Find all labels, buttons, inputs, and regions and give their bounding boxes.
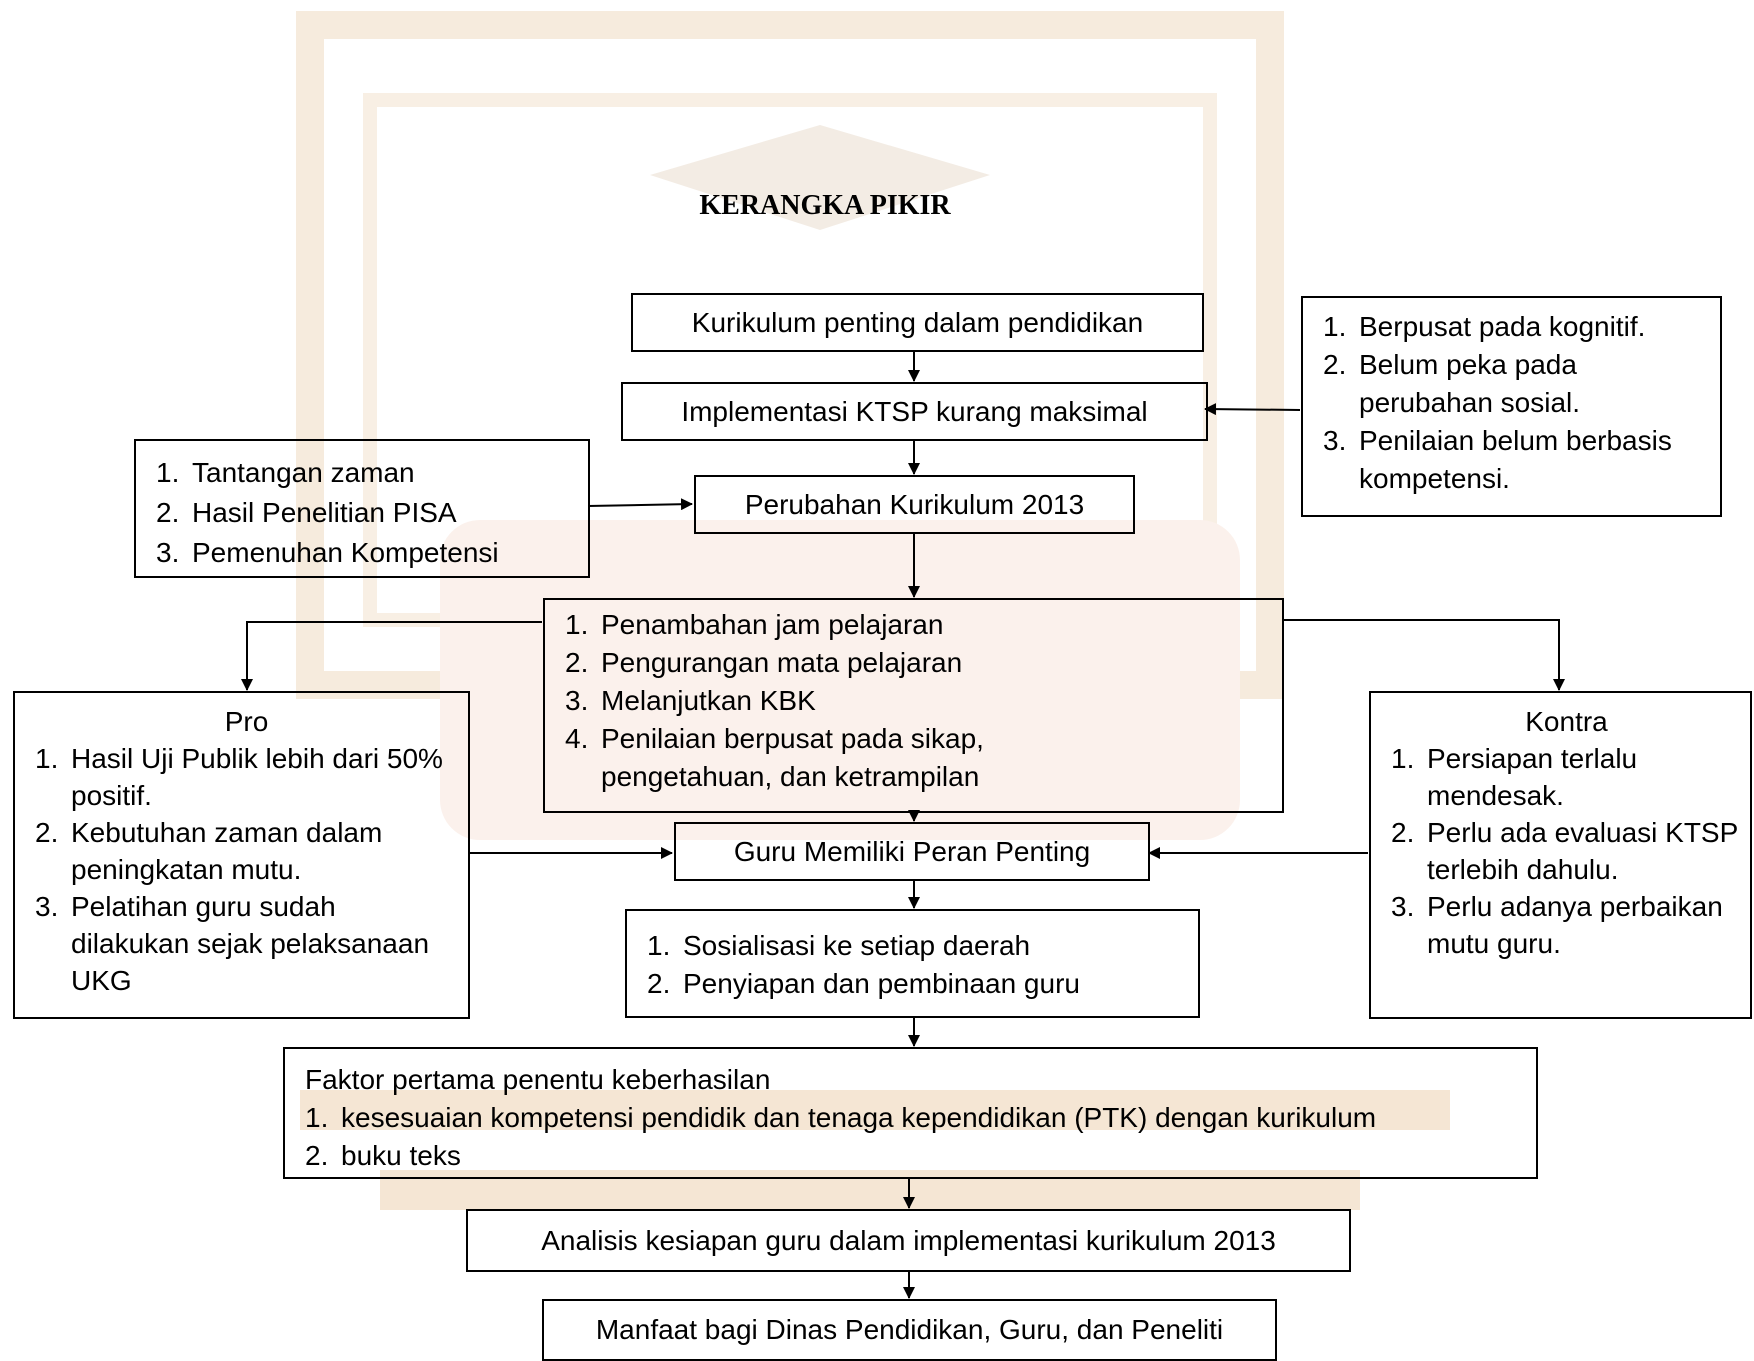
arrow-changes-to-pro xyxy=(241,621,542,691)
list-item: 1.kesesuaian kompetensi pendidik dan ten… xyxy=(305,1102,1377,1133)
list-item: 3.Penilaian belum berbasis kompetensi. xyxy=(1323,425,1672,494)
kontra-list: 1.Persiapan terlalu mendesak. 2.Perlu ad… xyxy=(1391,740,1742,962)
pro-heading: Pro xyxy=(224,706,269,737)
list-item: 2.Belum peka pada perubahan sosial. xyxy=(1323,349,1581,418)
list-item: 1.Sosialisasi ke setiap daerah xyxy=(647,930,1031,961)
node-analisis-text: Analisis kesiapan guru dalam implementas… xyxy=(541,1224,1276,1256)
list-item: 2.Penyiapan dan pembinaan guru xyxy=(647,968,1080,999)
list-item: 4.Penilaian berpusat pada sikap, pengeta… xyxy=(565,723,984,792)
list-item: 2.Pengurangan mata pelajaran xyxy=(565,647,963,678)
arrow-ktsp-issues-to-implementasi xyxy=(1204,403,1301,416)
faktor-heading: Faktor pertama penentu keberhasilan xyxy=(305,1064,771,1095)
list-item: 1.Penambahan jam pelajaran xyxy=(565,609,944,640)
list-item: 2.Kebutuhan zaman dalam peningkatan mutu… xyxy=(35,817,383,885)
node-analisis: Analisis kesiapan guru dalam implementas… xyxy=(466,1209,1351,1272)
node-sosialisasi: 1.Sosialisasi ke setiap daerah 2.Penyiap… xyxy=(625,909,1200,1018)
arrow-changes-to-kontra xyxy=(1283,619,1565,691)
node-changes: 1.Penambahan jam pelajaran 2.Pengurangan… xyxy=(543,598,1284,813)
node-ktsp-issues: 1.Berpusat pada kognitif. 2.Belum peka p… xyxy=(1301,296,1722,517)
node-perubahan: Perubahan Kurikulum 2013 xyxy=(694,475,1135,534)
node-pro: Pro 1.Hasil Uji Publik lebih dari 50% po… xyxy=(13,691,470,1019)
faktor-list: 1.kesesuaian kompetensi pendidik dan ten… xyxy=(305,1099,1526,1175)
diagram-title: KERANGKA PIKIR xyxy=(699,190,951,221)
list-item: 2.buku teks xyxy=(305,1140,461,1171)
node-implementasi: Implementasi KTSP kurang maksimal xyxy=(621,382,1208,441)
node-manfaat: Manfaat bagi Dinas Pendidikan, Guru, dan… xyxy=(542,1299,1277,1361)
arrow-reasons-to-perubahan xyxy=(587,498,693,511)
list-item: 1.Tantangan zaman xyxy=(156,457,415,488)
kontra-heading: Kontra xyxy=(1525,706,1608,737)
list-item: 2.Perlu ada evaluasi KTSP terlebih dahul… xyxy=(1391,817,1738,885)
changes-list: 1.Penambahan jam pelajaran 2.Pengurangan… xyxy=(565,606,1270,796)
node-reasons: 1.Tantangan zaman 2.Hasil Penelitian PIS… xyxy=(134,439,590,578)
node-manfaat-text: Manfaat bagi Dinas Pendidikan, Guru, dan… xyxy=(595,1314,1224,1345)
list-item: 1.Persiapan terlalu mendesak. xyxy=(1391,743,1638,811)
node-faktor: Faktor pertama penentu keberhasilan 1.ke… xyxy=(283,1047,1538,1179)
reasons-list: 1.Tantangan zaman 2.Hasil Penelitian PIS… xyxy=(156,453,578,573)
list-item: 3.Pelatihan guru sudah dilakukan sejak p… xyxy=(35,891,430,996)
node-kurikulum: Kurikulum penting dalam pendidikan xyxy=(631,293,1204,352)
list-item: 1.Berpusat pada kognitif. xyxy=(1323,311,1646,342)
list-item: 3.Perlu adanya perbaikan mutu guru. xyxy=(1391,891,1723,959)
node-guru: Guru Memiliki Peran Penting xyxy=(674,822,1150,881)
list-item: 1.Hasil Uji Publik lebih dari 50% positi… xyxy=(35,743,443,811)
pro-list: 1.Hasil Uji Publik lebih dari 50% positi… xyxy=(35,740,458,999)
node-kurikulum-text: Kurikulum penting dalam pendidikan xyxy=(691,306,1144,338)
ktsp-issues-list: 1.Berpusat pada kognitif. 2.Belum peka p… xyxy=(1323,308,1708,498)
node-implementasi-text: Implementasi KTSP kurang maksimal xyxy=(681,395,1148,427)
node-perubahan-text: Perubahan Kurikulum 2013 xyxy=(744,488,1085,520)
node-guru-text: Guru Memiliki Peran Penting xyxy=(733,835,1091,867)
node-kontra: Kontra 1.Persiapan terlalu mendesak. 2.P… xyxy=(1369,691,1752,1019)
list-item: 3.Melanjutkan KBK xyxy=(565,685,816,716)
list-item: 3.Pemenuhan Kompetensi xyxy=(156,537,499,568)
list-item: 2.Hasil Penelitian PISA xyxy=(156,497,457,528)
sosialisasi-list: 1.Sosialisasi ke setiap daerah 2.Penyiap… xyxy=(647,927,1188,1003)
